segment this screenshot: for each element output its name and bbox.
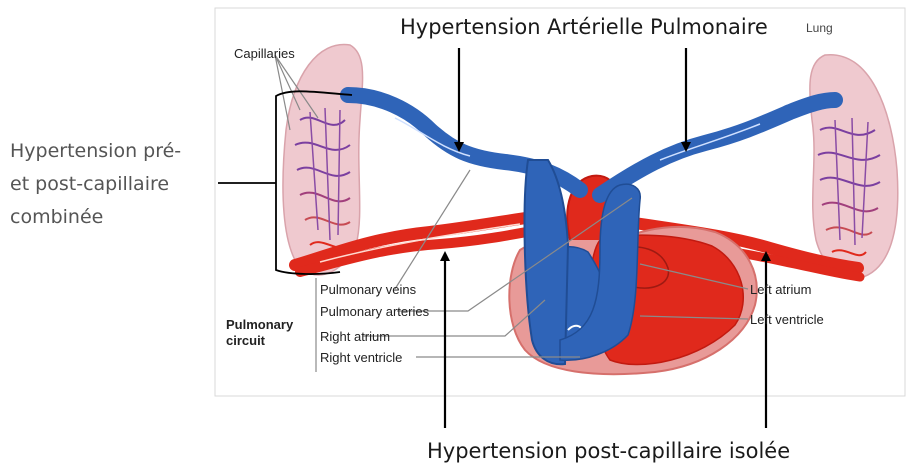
- left-annotation-line-1: Hypertension pré-: [10, 142, 181, 161]
- label-pulmonary-veins: Pulmonary veins: [320, 283, 416, 296]
- lung-label: Lung: [806, 22, 833, 34]
- label-right-ventricle: Right ventricle: [320, 351, 402, 364]
- pulmonary-circuit-label-line-1: Pulmonary: [226, 318, 293, 331]
- label-left-atrium: Left atrium: [750, 283, 811, 296]
- pulmonary-circuit-label-line-2: circuit: [226, 334, 265, 347]
- top-annotation: Hypertension Artérielle Pulmonaire: [400, 17, 768, 38]
- left-annotation-line-2: et post-capillaire: [10, 175, 169, 194]
- label-right-atrium: Right atrium: [320, 330, 390, 343]
- label-pulmonary-arteries: Pulmonary arteries: [320, 305, 429, 318]
- left-annotation-line-3: combinée: [10, 208, 103, 227]
- label-left-ventricle: Left ventricle: [750, 313, 824, 326]
- capillaries-label: Capillaries: [234, 47, 295, 60]
- bottom-annotation: Hypertension post-capillaire isolée: [427, 441, 790, 462]
